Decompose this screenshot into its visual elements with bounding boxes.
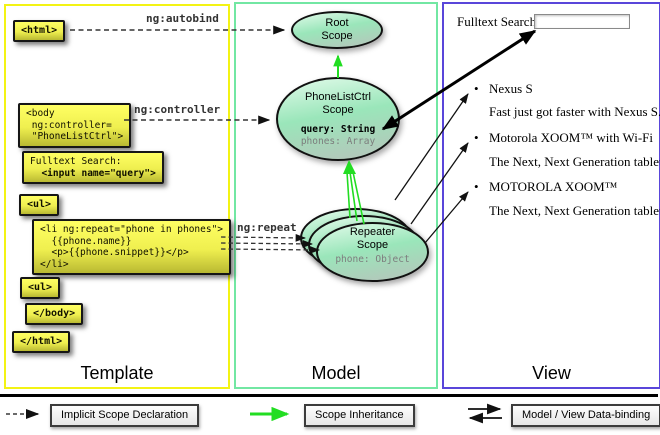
view-item-name: Nexus S	[489, 81, 533, 96]
code-box-body-open: <body ng:controller= "PhoneListCtrl">	[18, 103, 132, 148]
code-box-ul-close: <ul>	[20, 277, 61, 299]
view-item-snippet: The Next, Next Generation tablet.	[489, 154, 660, 169]
ng-repeat-label: ng:repeat	[237, 221, 297, 234]
code-box-body-close: </body>	[25, 303, 84, 325]
legend-scope-inheritance: Scope Inheritance	[304, 404, 415, 427]
code-box-fulltext-input: Fulltext Search: <input name="query">	[22, 151, 164, 184]
view-panel-label: View	[532, 363, 571, 383]
view-item-snippet: Fast just got faster with Nexus S.	[489, 104, 660, 119]
legend-separator-line	[0, 394, 658, 397]
view-item-name: MOTOROLA XOOM™	[489, 179, 618, 194]
bullet-icon: •	[474, 179, 479, 194]
view-item-snippet: The Next, Next Generation tablet.	[489, 203, 660, 218]
legend-implicit-scope-declaration: Implicit Scope Declaration	[50, 404, 200, 427]
ng-controller-label: ng:controller	[134, 103, 221, 116]
legend-model-view-data-binding: Model / View Data-binding	[511, 404, 660, 427]
bullet-icon: •	[474, 81, 479, 96]
repeater-scope-ellipse-front: Repeater Scope phone: Object	[316, 222, 429, 282]
ng-autobind-label: ng:autobind	[146, 12, 219, 25]
view-item-name: Motorola XOOM™ with Wi-Fi	[489, 130, 654, 145]
view-panel: View	[442, 2, 660, 389]
model-panel: Model	[234, 2, 438, 389]
fulltext-search-label: Fulltext Search:	[457, 14, 540, 29]
model-panel-label: Model	[311, 363, 361, 383]
search-input[interactable]	[534, 14, 630, 29]
code-box-html-close: </html>	[12, 331, 71, 353]
root-scope-ellipse: Root Scope	[291, 11, 383, 49]
code-box-li-repeat: <li ng:repeat="phone in phones"> {{phone…	[32, 219, 232, 275]
code-box-ul-open: <ul>	[19, 194, 60, 216]
phonelistctrl-scope-ellipse: PhoneListCtrl Scope query: String phones…	[276, 77, 400, 161]
template-panel-label: Template	[80, 363, 154, 383]
bullet-icon: •	[474, 130, 479, 145]
code-box-html-open: <html>	[13, 20, 66, 42]
